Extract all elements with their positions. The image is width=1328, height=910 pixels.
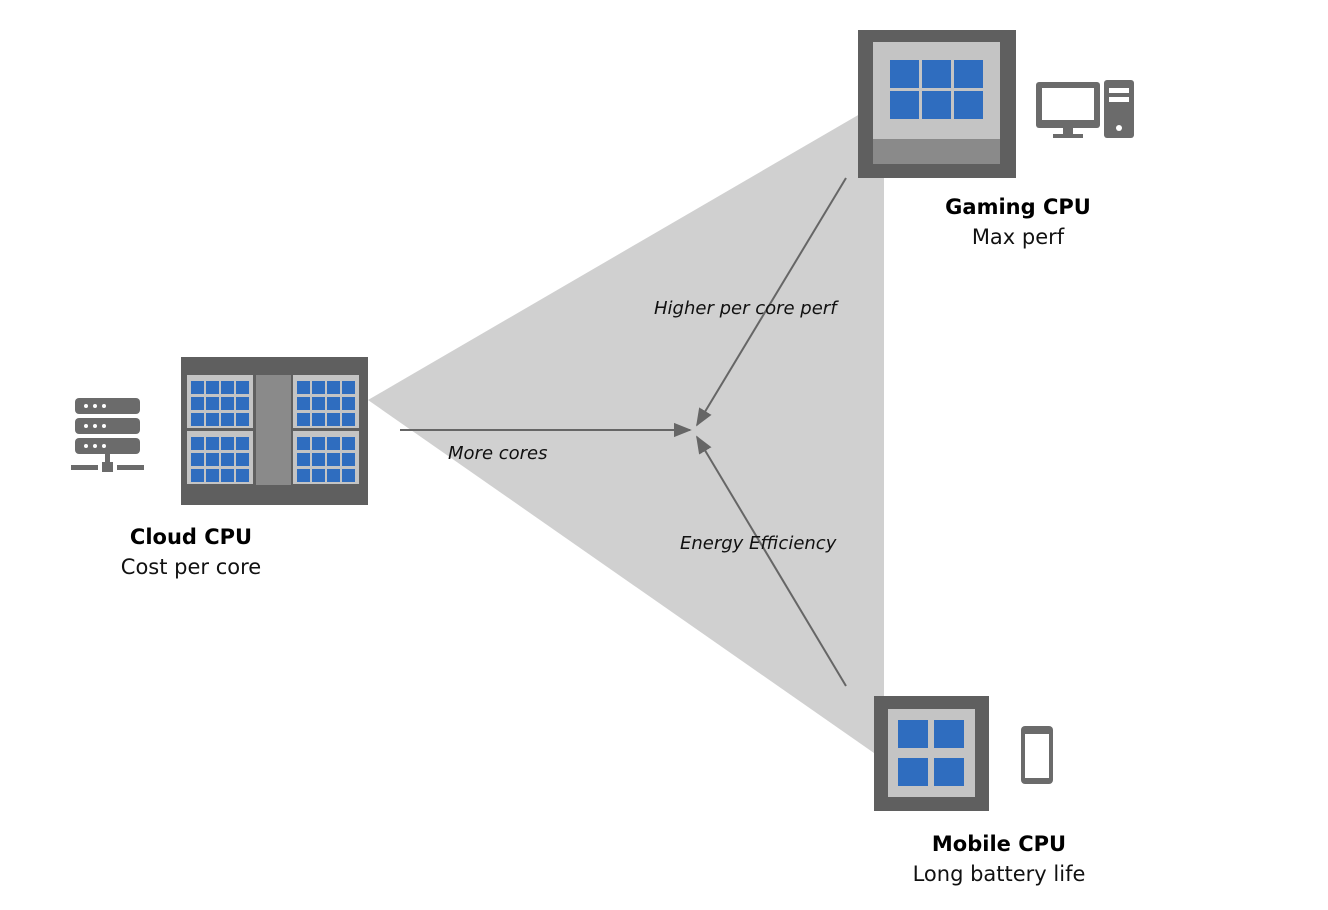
energy-efficiency-arrow [696, 435, 847, 687]
desktop-computer-icon [1036, 80, 1134, 138]
per-core-perf-arrow [696, 177, 847, 427]
gaming-cpu-chip [858, 30, 1016, 178]
more-cores-label: More cores [448, 443, 548, 464]
mobile-cpu-subtitle: Long battery life [912, 862, 1086, 886]
energy-efficiency-label: Energy Efficiency [680, 533, 837, 554]
smartphone-icon [1021, 726, 1053, 784]
server-rack-icon [71, 398, 144, 472]
per-core-perf-label: Higher per core perf [654, 298, 837, 319]
cloud-cpu-title: Cloud CPU [129, 525, 253, 549]
mobile-cpu-title: Mobile CPU [931, 832, 1067, 856]
cloud-cpu-chip [181, 357, 368, 505]
gaming-cpu-subtitle: Max perf [971, 225, 1065, 249]
mobile-cpu-chip [874, 696, 989, 811]
cloud-cpu-subtitle: Cost per core [120, 555, 262, 579]
gaming-cpu-title: Gaming CPU [945, 195, 1091, 219]
